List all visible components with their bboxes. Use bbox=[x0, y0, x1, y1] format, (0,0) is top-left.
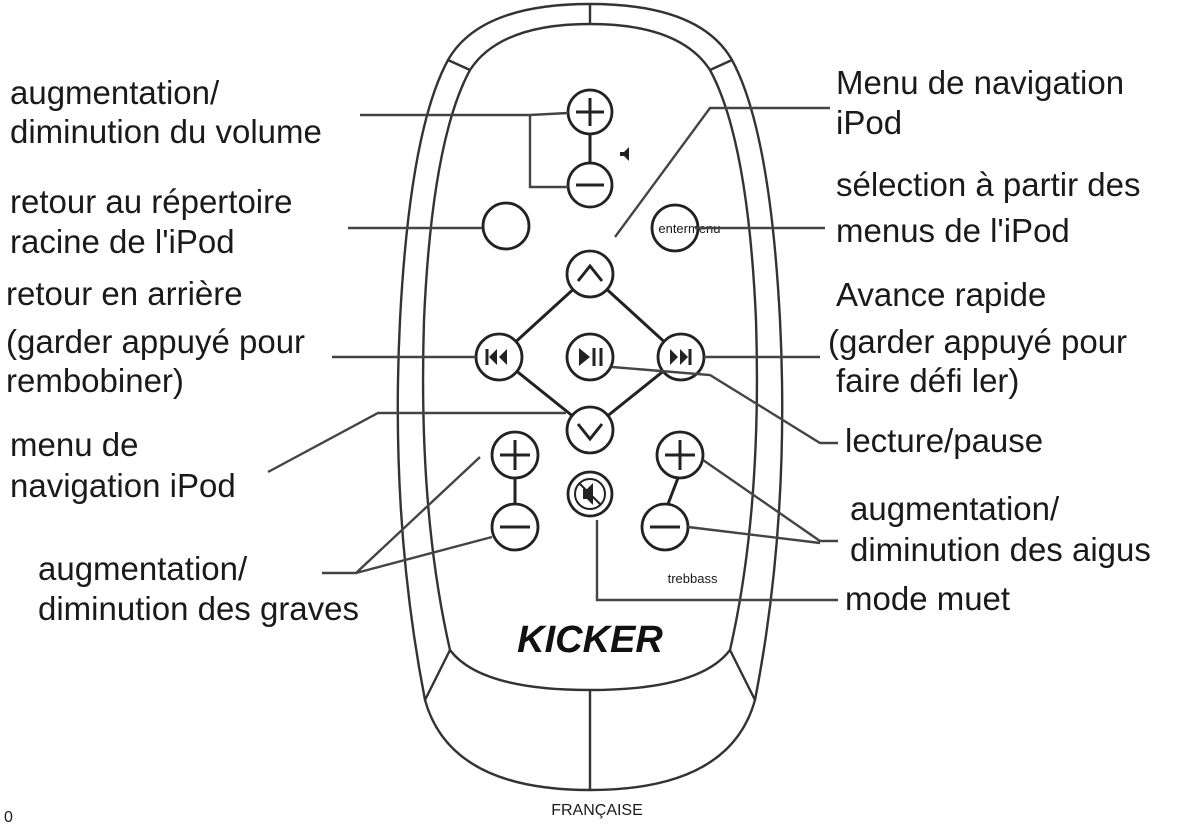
enter-label: enter bbox=[658, 221, 688, 236]
callout-select: sélection à partir des menus de l'iPod bbox=[836, 166, 1141, 249]
svg-text:lecture/pause: lecture/pause bbox=[845, 422, 1043, 459]
svg-text:menus de l'iPod: menus de l'iPod bbox=[836, 212, 1070, 249]
language-footer: FRANÇAISE bbox=[551, 802, 643, 819]
play-pause-button[interactable] bbox=[565, 332, 615, 382]
svg-text:Avance rapide: Avance rapide bbox=[836, 276, 1046, 313]
svg-text:diminution des aigus: diminution des aigus bbox=[850, 531, 1151, 568]
callout-nav-down: menu de navigation iPod bbox=[10, 426, 236, 504]
svg-text:diminution du volume: diminution du volume bbox=[10, 113, 322, 150]
svg-text:(garder appuyé pour: (garder appuyé pour bbox=[828, 323, 1127, 360]
next-button[interactable] bbox=[656, 332, 706, 382]
nav-up-button[interactable] bbox=[565, 249, 615, 299]
volume-down-button[interactable] bbox=[566, 161, 614, 209]
svg-text:faire défi ler): faire défi ler) bbox=[836, 362, 1019, 399]
svg-text:KICKER: KICKER bbox=[517, 619, 663, 661]
svg-text:retour au répertoire: retour au répertoire bbox=[10, 183, 292, 220]
enter-menu-button[interactable]: enter menu bbox=[650, 203, 721, 253]
callout-volume: augmentation/ diminution du volume bbox=[10, 74, 322, 150]
svg-text:diminution des graves: diminution des graves bbox=[38, 590, 359, 627]
svg-text:rembobiner): rembobiner) bbox=[6, 362, 184, 399]
speaker-icon bbox=[620, 147, 629, 161]
mute-button[interactable] bbox=[566, 470, 614, 518]
treble-up-button[interactable] bbox=[655, 430, 705, 480]
treble-down-button[interactable] bbox=[640, 502, 690, 552]
remote-body bbox=[396, 2, 784, 792]
nav-down-button[interactable] bbox=[565, 405, 615, 455]
root-button[interactable] bbox=[481, 201, 531, 251]
bass-down-button[interactable] bbox=[490, 502, 540, 552]
volume-up-button[interactable] bbox=[566, 88, 614, 136]
svg-text:sélection à partir des: sélection à partir des bbox=[836, 166, 1141, 203]
callout-rewind: retour en arrière (garder appuyé pour re… bbox=[6, 275, 305, 399]
svg-text:augmentation/: augmentation/ bbox=[38, 550, 248, 587]
callout-bass: augmentation/ diminution des graves bbox=[38, 550, 359, 627]
callout-root-menu: retour au répertoire racine de l'iPod bbox=[10, 183, 292, 260]
svg-text:navigation iPod: navigation iPod bbox=[10, 467, 236, 504]
kicker-logo: KICKER bbox=[517, 619, 663, 661]
svg-text:retour en arrière: retour en arrière bbox=[6, 275, 243, 312]
callout-play-pause: lecture/pause bbox=[845, 422, 1043, 459]
leader-lines bbox=[267, 106, 838, 602]
svg-text:racine de l'iPod: racine de l'iPod bbox=[10, 223, 235, 260]
svg-text:augmentation/: augmentation/ bbox=[850, 490, 1060, 527]
callout-nav-up: Menu de navigation iPod bbox=[836, 64, 1124, 141]
svg-text:iPod: iPod bbox=[836, 104, 902, 141]
svg-text:menu de: menu de bbox=[10, 426, 138, 463]
previous-button[interactable] bbox=[474, 332, 524, 382]
bass-up-button[interactable] bbox=[490, 430, 540, 480]
bass-label: bass bbox=[690, 571, 718, 586]
page-number: 0 bbox=[4, 809, 13, 826]
svg-text:mode muet: mode muet bbox=[845, 580, 1010, 617]
callout-treble: augmentation/ diminution des aigus bbox=[850, 490, 1151, 568]
callout-forward: Avance rapide (garder appuyé pour faire … bbox=[828, 276, 1127, 399]
svg-text:augmentation/: augmentation/ bbox=[10, 74, 220, 111]
callout-mute: mode muet bbox=[845, 580, 1010, 617]
svg-text:(garder appuyé pour: (garder appuyé pour bbox=[6, 323, 305, 360]
svg-text:Menu de navigation: Menu de navigation bbox=[836, 64, 1124, 101]
treb-label: treb bbox=[668, 571, 690, 586]
